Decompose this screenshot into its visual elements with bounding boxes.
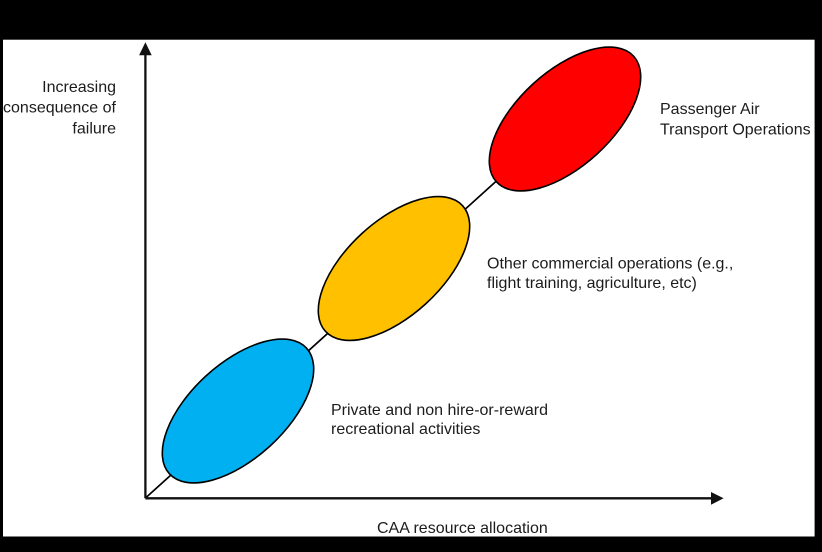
svg-text:Transport Operations: Transport Operations	[660, 122, 811, 139]
svg-text:Passenger Air: Passenger Air	[660, 101, 760, 118]
svg-text:failure: failure	[72, 121, 116, 138]
svg-text:Increasing: Increasing	[42, 79, 116, 96]
svg-text:recreational activities: recreational activities	[331, 421, 480, 438]
svg-text:consequence of: consequence of	[3, 100, 117, 117]
svg-text:Other commercial operations (e: Other commercial operations (e.g.,	[487, 256, 733, 273]
svg-text:CAA resource allocation: CAA resource allocation	[377, 520, 548, 537]
svg-text:Private and non hire-or-reward: Private and non hire-or-reward	[331, 402, 548, 419]
svg-text:flight training, agriculture,: flight training, agriculture, etc)	[487, 275, 697, 292]
